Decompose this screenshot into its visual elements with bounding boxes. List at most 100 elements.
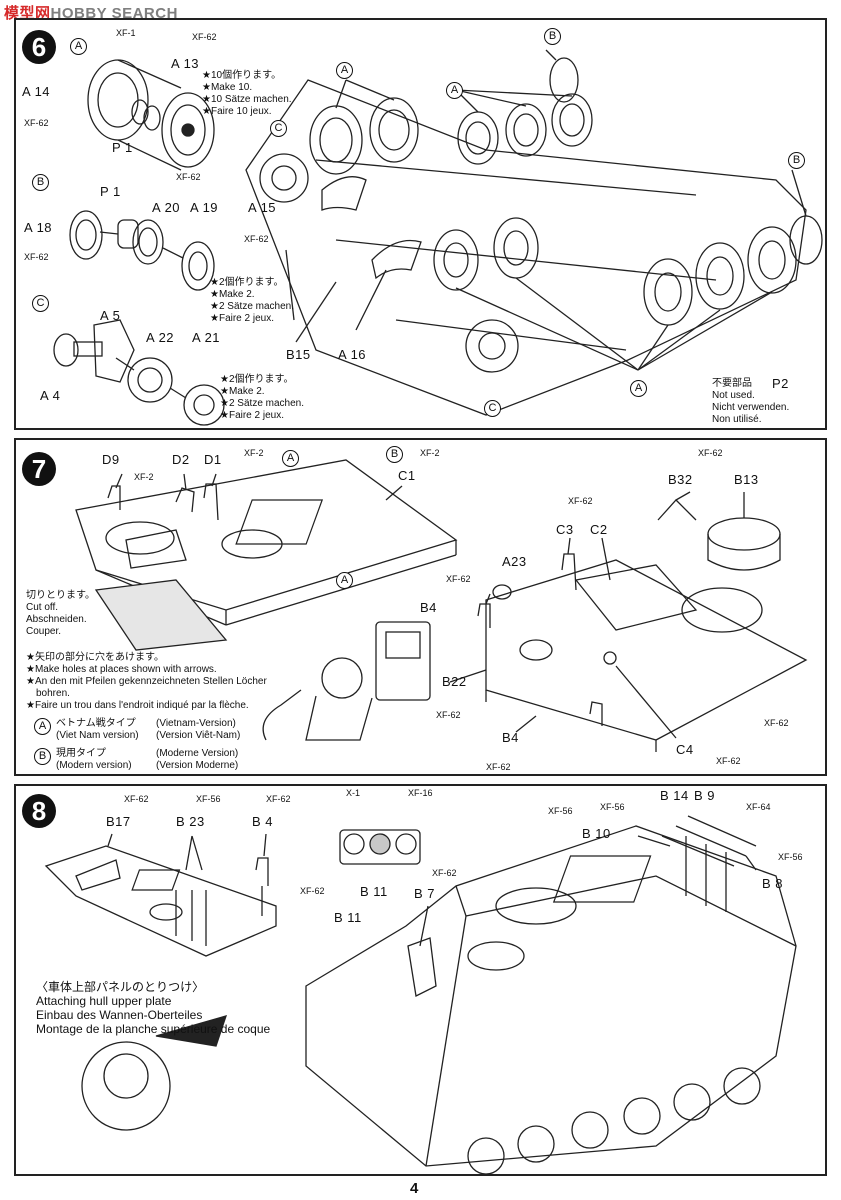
paint-xf56-a: XF-56 [548,806,573,816]
callout-b-top: B [544,28,561,45]
callout-c-left: C [270,120,287,137]
paint-xf62-c: XF-62 [568,496,593,506]
part-a23: A23 [502,554,527,569]
legend-a-jp: ベトナム戦タイプ [56,718,136,729]
step6-number: 6 [22,30,56,64]
step7-panel: 7 D9 XF-2 D2 D1 XF-2 A B XF-2 C1 A B32 X… [14,438,827,776]
legend-b-marker: B [34,748,51,765]
part-b4: B4 [420,600,437,615]
hull-plate-note: 〈車体上部パネルのとりつけ〉Attaching hull upper plate… [36,980,271,1036]
part-b7: B 7 [414,886,436,901]
paint-xf62-top: XF-62 [192,32,217,42]
paint-xf64: XF-64 [746,802,771,812]
part-b22: B22 [442,674,467,689]
paint-xf62-b17: XF-62 [124,794,149,804]
step8-number: 8 [22,794,56,828]
paint-xf62-c4: XF-62 [716,756,741,766]
paint-xf62-b32: XF-62 [698,448,723,458]
callout-b-right: B [788,152,805,169]
step6-panel: 6 A B C XF-1 XF-62 A 13 A 14 XF-62 P 1 ★… [14,18,827,430]
paint-xf62-b4: XF-62 [266,794,291,804]
part-b15: B15 [286,347,311,362]
watermark-part2: HOBBY SEARCH [50,5,178,22]
part-a4: A 4 [40,388,61,403]
paint-xf1: XF-1 [116,28,136,38]
part-a18: A 18 [24,220,53,235]
cut-off-note: 切りとります。Cut off.Abschneiden.Couper. [26,590,95,637]
sub-b-marker: B [32,174,49,191]
step8-panel: 8 XF-62 B17 XF-56 B 23 XF-62 B 4 X-1 XF-… [14,784,827,1176]
paint-xf62-a15: XF-62 [244,234,269,244]
watermark: 模型网HOBBY SEARCH [4,2,178,23]
paint-xf62-b11b: XF-62 [300,886,325,896]
note-make-10: ★10個作ります。★Make 10.★10 Sätze machen.★Fair… [202,70,292,117]
callout-a-left: A [336,62,353,79]
note-make-2-b: ★2個作ります。★Make 2.★2 Sätze machen.★Faire 2… [210,277,295,324]
part-b13: B13 [734,472,759,487]
part-b4-8: B 4 [252,814,274,829]
part-a21: A 21 [192,330,221,345]
part-a22: A 22 [146,330,175,345]
holes-note: ★矢印の部分に穴をあけます。★Make holes at places show… [26,652,267,711]
step7-number: 7 [22,452,56,486]
paint-xf62-b7: XF-62 [432,868,457,878]
paint-xf62-a18: XF-62 [24,252,49,262]
part-c4: C4 [676,742,694,757]
part-b8: B 8 [762,876,784,891]
part-b11: B 11 [360,884,388,899]
part-a14: A 14 [22,84,51,99]
legend-a-en: (Viet Nam version) [56,730,139,741]
note-make-2-c: ★2個作ります。★Make 2.★2 Sätze machen.★Faire 2… [220,374,305,421]
watermark-part1: 模型网 [4,5,51,22]
step6-drawing [53,49,823,426]
paint-xf2-d9: XF-2 [134,472,154,482]
part-b4-b: B4 [502,730,519,745]
legend-b-fr: (Version Moderne) [156,760,239,771]
part-d1: D1 [204,452,222,467]
paint-x1: X-1 [346,788,361,798]
part-d9: D9 [102,452,120,467]
legend-b-jp: 現用タイプ [56,748,106,759]
paint-xf62-a14: XF-62 [24,118,49,128]
part-b11-b: B 11 [334,910,362,925]
paint-xf62-b: XF-62 [176,172,201,182]
paint-xf56-c: XF-56 [778,852,803,862]
part-a5: A 5 [100,308,121,323]
callout-a-mid-7: A [336,572,353,589]
part-c2: C2 [590,522,608,537]
page-number: 4 [410,1180,419,1197]
paint-xf62-a23: XF-62 [446,574,471,584]
paint-xf62-b4b: XF-62 [486,762,511,772]
part-c3: C3 [556,522,574,537]
step8-drawing [44,815,797,1175]
paint-xf16: XF-16 [408,788,433,798]
legend-a-marker: A [34,718,51,735]
paint-xf62-right: XF-62 [764,718,789,728]
callout-a-top-7: A [282,450,299,467]
part-b32: B32 [668,472,693,487]
part-a15: A 15 [248,200,277,215]
part-a19: A 19 [190,200,219,215]
paint-xf56-b23: XF-56 [196,794,221,804]
unused-part-p2: P2 [772,376,789,391]
part-a13: A 13 [171,56,200,71]
legend-b-de: (Moderne Version) [156,748,239,759]
callout-a-bottom: A [630,380,647,397]
part-p1-b: P 1 [100,184,121,199]
paint-xf62-b22: XF-62 [436,710,461,720]
callout-c-bottom: C [484,400,501,417]
part-b14: B 14 [660,788,689,803]
part-c1: C1 [398,468,416,483]
part-b17: B17 [106,814,131,829]
paint-xf56-b: XF-56 [600,802,625,812]
callout-a-mid: A [446,82,463,99]
paint-xf2-d1: XF-2 [244,448,264,458]
paint-xf2-c1: XF-2 [420,448,440,458]
sub-a-marker: A [70,38,87,55]
part-d2: D2 [172,452,190,467]
part-a20: A 20 [152,200,181,215]
part-a16: A 16 [338,347,367,362]
part-b9: B 9 [694,788,716,803]
legend-b-en: (Modern version) [56,760,132,771]
